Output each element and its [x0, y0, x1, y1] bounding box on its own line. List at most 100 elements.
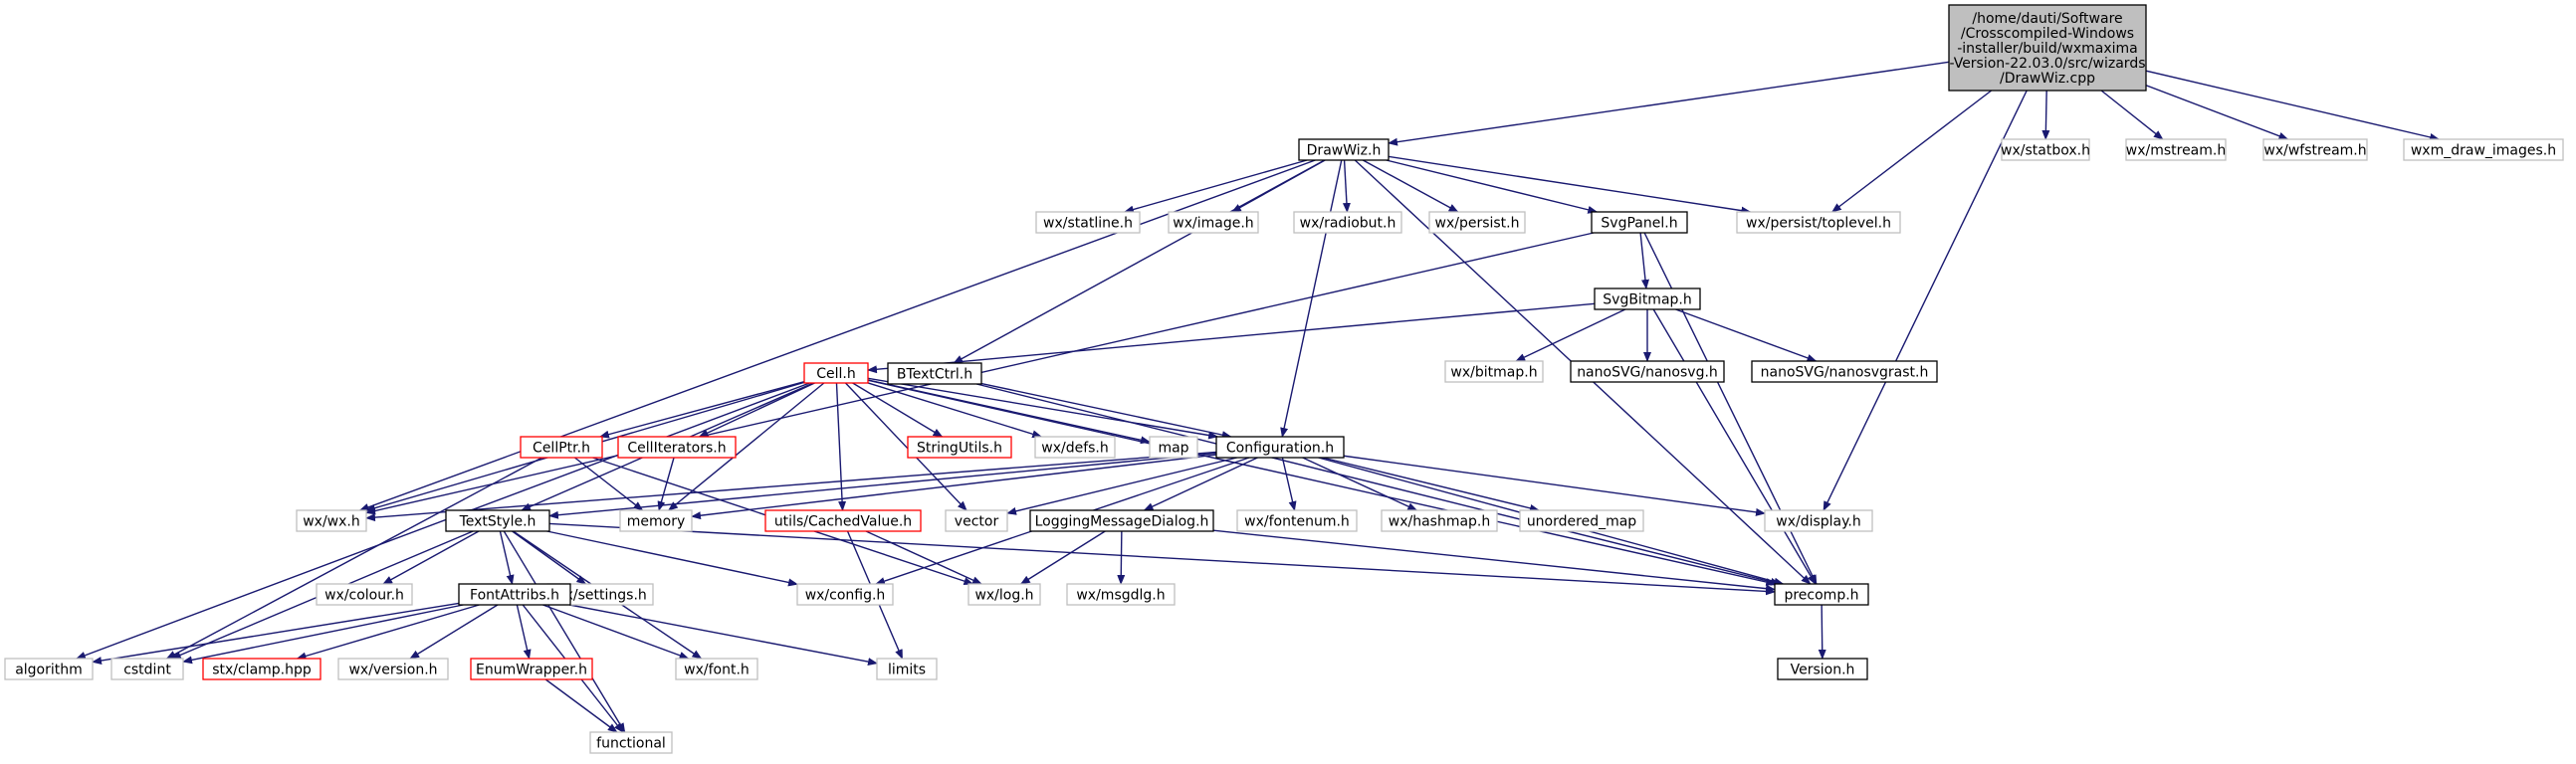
edge-btextctrl-to-precomp: [975, 383, 1781, 586]
node-label: wx/version.h: [348, 663, 437, 678]
node-label: wx/fontenum.h: [1244, 514, 1350, 530]
node-label: wx/log.h: [974, 588, 1033, 604]
node-label: precomp.h: [1784, 588, 1858, 604]
edge-drawwiz_cpp-to-wx_wfstream: [2145, 85, 2289, 140]
edge-drawwiz_h-to-wx_persist_toplevel: [1388, 155, 1752, 215]
node-label: SvgBitmap.h: [1603, 292, 1691, 308]
node-enumwrapper[interactable]: EnumWrapper.h: [470, 658, 593, 680]
node-label: cstdint: [123, 663, 171, 678]
node-wx_image[interactable]: wx/image.h: [1168, 211, 1259, 234]
node-wx_radiobut[interactable]: wx/radiobut.h: [1293, 211, 1402, 234]
node-box: [1751, 360, 1938, 383]
node-configuration[interactable]: Configuration.h: [1215, 436, 1345, 459]
node-wx_font[interactable]: wx/font.h: [675, 658, 758, 680]
node-wx_msgdlg[interactable]: wx/msgdlg.h: [1066, 583, 1176, 606]
node-wx_version[interactable]: wx/version.h: [337, 658, 449, 680]
edge-configuration-to-wx_fontenum: [1281, 457, 1297, 511]
node-wxm_draw_images[interactable]: wxm_draw_images.h: [2403, 138, 2564, 161]
node-memory[interactable]: memory: [619, 509, 693, 532]
node-box: [803, 362, 869, 384]
node-wx_defs[interactable]: wx/defs.h: [1034, 436, 1116, 459]
node-stx_clamp[interactable]: stx/clamp.hpp: [202, 658, 322, 680]
edge-svgpanel-to-svgbitmap: [1639, 232, 1649, 289]
node-wx_persist_toplevel[interactable]: wx/persist/toplevel.h: [1736, 211, 1901, 234]
node-algorithm[interactable]: algorithm: [4, 658, 94, 680]
node-wx_mstream[interactable]: wx/mstream.h: [2125, 138, 2227, 161]
edge-fontattribs-to-wx_font: [542, 604, 690, 660]
node-label: -Version-22.03.0/src/wizards: [1949, 56, 2145, 72]
node-fontattribs[interactable]: FontAttribs.h: [458, 583, 571, 606]
edge-cell_h-to-cachedvalue: [835, 382, 847, 511]
node-cell_h[interactable]: Cell.h: [803, 362, 869, 384]
node-vector[interactable]: vector: [945, 509, 1008, 532]
node-nanosvg[interactable]: nanoSVG/nanosvg.h: [1570, 360, 1725, 383]
node-version[interactable]: Version.h: [1777, 658, 1868, 680]
node-unordered_map[interactable]: unordered_map: [1519, 509, 1644, 532]
edge-cell_h-to-cellptr: [598, 380, 805, 439]
node-box: [675, 658, 758, 680]
edge-configuration-to-vector: [1006, 457, 1237, 515]
edge-svgbitmap-to-wx_bitmap: [1515, 308, 1626, 362]
node-drawwiz_cpp[interactable]: /home/dauti/Software/Crosscompiled-Windo…: [1948, 4, 2147, 92]
node-nanosvgrast[interactable]: nanoSVG/nanosvgrast.h: [1751, 360, 1938, 383]
node-svgbitmap[interactable]: SvgBitmap.h: [1594, 287, 1701, 310]
node-cstdint[interactable]: cstdint: [110, 658, 184, 680]
node-label: -installer/build/wxmaxima: [1957, 41, 2138, 57]
node-label: algorithm: [15, 663, 83, 678]
node-stringutils[interactable]: StringUtils.h: [907, 436, 1012, 459]
node-box: [2125, 138, 2227, 161]
node-wx_settings[interactable]: wx/settings.h: [546, 583, 654, 606]
node-box: [1298, 138, 1390, 161]
edge-fontattribs-to-algorithm: [92, 602, 460, 665]
node-box: [1594, 287, 1701, 310]
edge-configuration-to-wx_wx: [365, 451, 1217, 522]
node-wx_statbox[interactable]: wx/statbox.h: [2001, 138, 2090, 161]
node-wx_config[interactable]: wx/config.h: [796, 583, 894, 606]
node-label: /DrawWiz.cpp: [2000, 71, 2095, 87]
node-cellptr[interactable]: CellPtr.h: [520, 436, 603, 459]
edge-drawwiz_cpp-to-wxm_draw_images: [2145, 70, 2441, 141]
node-wx_wx[interactable]: wx/wx.h: [296, 509, 367, 532]
node-box: [2262, 138, 2368, 161]
edge-fontattribs-to-stx_clamp: [296, 604, 480, 661]
edge-cell_h-to-algorithm: [75, 382, 810, 660]
node-btextctrl[interactable]: BTextCtrl.h: [887, 362, 982, 385]
node-label: wx/persist.h: [1435, 216, 1520, 232]
node-wx_display[interactable]: wx/display.h: [1764, 509, 1873, 532]
edge-fontattribs-to-limits: [569, 604, 878, 667]
node-label: nanoSVG/nanosvg.h: [1577, 365, 1718, 381]
node-drawwiz_h[interactable]: DrawWiz.h: [1298, 138, 1390, 161]
node-label: wx/wx.h: [303, 514, 360, 530]
node-wx_log[interactable]: wx/log.h: [967, 583, 1041, 606]
node-svgpanel[interactable]: SvgPanel.h: [1591, 211, 1688, 234]
node-wx_persist[interactable]: wx/persist.h: [1428, 211, 1526, 234]
node-box: [1764, 509, 1873, 532]
node-box: [316, 583, 413, 606]
node-celliterators[interactable]: CellIterators.h: [617, 436, 737, 459]
node-textstyle[interactable]: TextStyle.h: [445, 509, 550, 532]
node-wx_statline[interactable]: wx/statline.h: [1035, 211, 1141, 234]
node-precomp[interactable]: precomp.h: [1774, 583, 1869, 606]
node-map[interactable]: map: [1149, 436, 1198, 459]
node-box: [2001, 138, 2090, 161]
node-box: [1570, 360, 1725, 383]
edges-layer: [75, 61, 2441, 733]
node-loggingmsg[interactable]: LoggingMessageDialog.h: [1029, 509, 1214, 532]
node-wx_colour[interactable]: wx/colour.h: [316, 583, 413, 606]
node-wx_wfstream[interactable]: wx/wfstream.h: [2262, 138, 2368, 161]
node-limits[interactable]: limits: [876, 658, 938, 680]
edge-textstyle-to-precomp: [548, 522, 1776, 596]
node-wx_hashmap[interactable]: wx/hashmap.h: [1381, 509, 1498, 532]
edge-cellptr-to-memory: [574, 457, 644, 511]
node-wx_bitmap[interactable]: wx/bitmap.h: [1444, 360, 1544, 383]
node-functional[interactable]: functional: [589, 731, 673, 754]
node-box: [1381, 509, 1498, 532]
edge-drawwiz_h-to-svgpanel: [1386, 159, 1599, 214]
node-cachedvalue[interactable]: utils/CachedValue.h: [764, 509, 922, 532]
edge-loggingmsg-to-wx_msgdlg: [1117, 530, 1126, 585]
node-wx_fontenum[interactable]: wx/fontenum.h: [1236, 509, 1358, 532]
node-label: Version.h: [1791, 663, 1855, 678]
node-label: memory: [627, 514, 686, 530]
edge-cachedvalue-to-wx_log: [865, 530, 982, 585]
node-label: DrawWiz.h: [1307, 143, 1382, 159]
